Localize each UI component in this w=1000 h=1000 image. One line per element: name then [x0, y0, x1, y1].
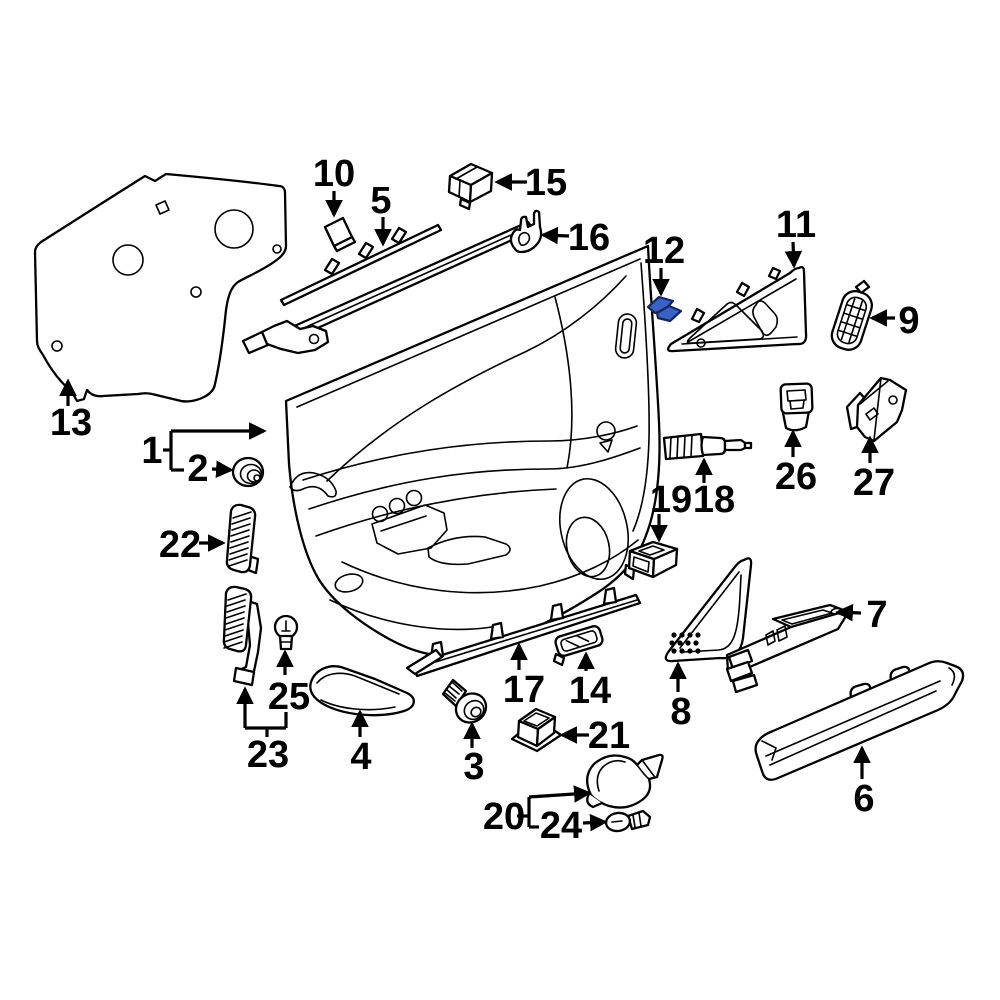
callout-15-connector-housing[interactable]: 15: [494, 162, 567, 204]
lower-molding-strip-drawing: [405, 586, 642, 678]
part-number-label: 14: [569, 670, 611, 712]
callout-13-water-shield[interactable]: 13: [50, 378, 92, 444]
pointer-arrow: [211, 460, 234, 479]
part-number-label: 4: [350, 736, 371, 778]
part-number-label: 26: [775, 456, 817, 498]
corner-trim-panel-drawing: [666, 265, 808, 353]
upper-molding-strip-drawing: [279, 223, 443, 307]
callout-11-corner-trim-panel[interactable]: 11: [776, 204, 816, 269]
callout-16-molding-clip[interactable]: 16: [540, 217, 610, 259]
callout-26-window-switch[interactable]: 26: [775, 429, 817, 498]
part-number-label: 18: [693, 479, 735, 521]
expansion-plug-drawing: [662, 432, 753, 461]
callout-22-vent-grille[interactable]: 22: [159, 524, 226, 566]
bulb-drawing: [604, 809, 652, 833]
pointer-arrow: [835, 603, 862, 622]
part-number-label: 21: [588, 715, 630, 757]
connector-housing-drawing: [447, 162, 494, 211]
part-number-label: 16: [568, 217, 610, 259]
part-number-label: 23: [247, 734, 289, 776]
small-bulb-drawing: [273, 614, 299, 651]
pointer-arrow: [540, 226, 570, 245]
armrest-drawing: [754, 660, 965, 781]
pointer-arrow: [528, 785, 592, 803]
lock-switch-drawing: [510, 707, 563, 753]
callout-23-vent-grille-assembly[interactable]: 23: [236, 686, 289, 776]
callout-7-switch-bezel-assembly[interactable]: 7: [835, 594, 888, 636]
door-trim-panel-drawing: [284, 244, 661, 658]
callout-8-speaker-grille-panel[interactable]: 8: [669, 661, 692, 733]
callout-25-small-bulb[interactable]: 25: [268, 649, 310, 718]
callout-5-upper-molding-strip[interactable]: 5: [370, 180, 392, 247]
vent-grille-assembly-drawing: [222, 585, 263, 687]
callout-17-lower-molding-strip[interactable]: 17: [503, 642, 545, 711]
callout-10-adhesive-pad[interactable]: 10: [313, 153, 355, 218]
part-number-label: 20: [483, 796, 525, 838]
callout-21-lock-switch[interactable]: 21: [559, 715, 630, 757]
retaining-clip-drawing-highlighted[interactable]: [646, 295, 683, 323]
callout-18-expansion-plug[interactable]: 18: [693, 457, 735, 521]
pointer-arrow: [784, 241, 803, 269]
callout-14-lamp-lens[interactable]: 14: [569, 651, 611, 712]
water-shield-drawing: [33, 172, 288, 403]
mounting-bracket-drawing: [623, 540, 679, 581]
part-number-label: 9: [898, 300, 919, 342]
callout-24-bulb[interactable]: 24: [540, 805, 608, 847]
switch-bezel-drawing: [725, 603, 848, 694]
part-number-label: 11: [776, 204, 816, 246]
pointer-arrow: [582, 813, 608, 832]
pull-pocket-trim-drawing: [309, 665, 415, 717]
part-number-label: 8: [670, 691, 691, 733]
belt-molding-strip-drawing: [241, 209, 543, 355]
part-number-label: 15: [525, 162, 567, 204]
air-vent-grille-drawing: [830, 279, 873, 351]
callout-3-screw[interactable]: 3: [463, 721, 485, 788]
callout-6-armrest[interactable]: 6: [853, 745, 875, 820]
part-number-label: 10: [313, 153, 355, 195]
callout-20-courtesy-lamp[interactable]: 20: [483, 785, 592, 838]
window-switch-drawing: [779, 382, 814, 432]
adhesive-pad-drawing: [323, 216, 357, 253]
part-number-label: 12: [643, 230, 685, 272]
callout-1-door-trim-panel[interactable]: 1: [141, 422, 267, 472]
callout-9-air-vent-grille[interactable]: 9: [869, 300, 920, 342]
vent-grille-drawing: [225, 503, 260, 575]
part-number-label: 25: [268, 676, 310, 718]
speaker-panel-drawing: [664, 557, 753, 663]
part-number-label: 22: [159, 524, 201, 566]
part-number-label: 24: [540, 805, 582, 847]
part-number-label: 3: [463, 746, 484, 788]
part-number-label: 7: [866, 594, 887, 636]
lamp-lens-drawing: [552, 625, 604, 667]
callout-4-pull-pocket-trim[interactable]: 4: [350, 709, 372, 778]
handle-base-drawing: [845, 376, 908, 443]
speaker-dots: [669, 632, 701, 654]
screw-drawing: [441, 678, 488, 724]
part-number-label: 27: [853, 462, 895, 504]
callout-2-grommet-fastener[interactable]: 2: [187, 448, 234, 490]
part-number-label: 2: [187, 448, 208, 490]
part-number-label: 6: [853, 778, 874, 820]
part-number-label: 17: [503, 669, 545, 711]
callout-12-retaining-clip[interactable]: 12: [643, 230, 685, 297]
part-number-label: 5: [370, 180, 391, 222]
part-number-label: 13: [50, 402, 92, 444]
part-number-label: 1: [141, 430, 162, 472]
callout-27-handle-base[interactable]: 27: [853, 435, 895, 504]
courtesy-lamp-drawing: [586, 753, 664, 809]
callout-19-mounting-bracket[interactable]: 19: [650, 479, 692, 543]
grommet-drawing: [231, 456, 265, 488]
part-number-label: 19: [650, 479, 692, 521]
